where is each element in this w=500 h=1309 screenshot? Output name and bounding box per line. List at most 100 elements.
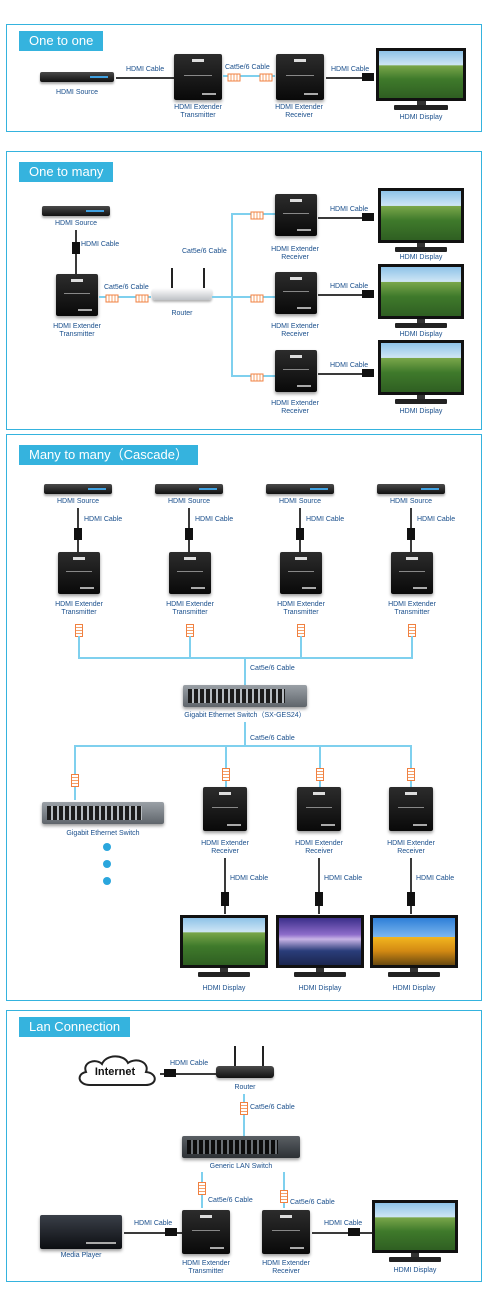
hdmi-cable-line <box>318 217 374 219</box>
cat-cable-label: Cat5e/6 Cable <box>182 248 227 255</box>
section-title: Many to many（Cascade） <box>19 445 198 465</box>
extender-transmitter <box>58 552 100 594</box>
hdmi-cable-line <box>160 1073 216 1075</box>
hdmi-plug <box>296 528 304 540</box>
hdmi-cable-label: HDMI Cable <box>306 516 345 523</box>
hdmi-source-label: HDMI Source <box>167 498 210 505</box>
transmitter-label: HDMI Extender Transmitter <box>277 601 325 616</box>
hdmi-cable-label: HDMI Cable <box>134 1220 173 1227</box>
lan-switch-label: Generic LAN Switch <box>209 1163 273 1170</box>
cat-cable-line <box>319 745 321 787</box>
hdmi-plug <box>362 213 374 221</box>
hdmi-plug <box>221 892 229 906</box>
media-player-label: Media Player <box>60 1252 102 1259</box>
extender-receiver <box>276 54 324 100</box>
hdmi-cable-label: HDMI Cable <box>330 283 369 290</box>
cat-cable-label: Cat5e/6 Cable <box>290 1199 335 1206</box>
section-title: Lan Connection <box>19 1017 131 1037</box>
hdmi-source-device <box>377 484 445 494</box>
hdmi-display <box>276 915 364 977</box>
hdmi-cable-label: HDMI Cable <box>324 875 363 882</box>
router-device <box>152 288 212 300</box>
cat-cable-bus <box>74 745 412 747</box>
display-label: HDMI Display <box>202 985 246 992</box>
cat-cable-line <box>300 636 302 658</box>
hdmi-cable-label: HDMI Cable <box>330 206 369 213</box>
hdmi-plug <box>407 528 415 540</box>
hdmi-cable-label: HDMI Cable <box>324 1220 363 1227</box>
extender-transmitter <box>391 552 433 594</box>
internet-label: Internet <box>94 1066 136 1078</box>
cat-cable-label: Cat5e/6 Cable <box>225 64 270 71</box>
rj45-connector <box>222 768 230 781</box>
cat-cable-label: Cat5e/6 Cable <box>104 284 149 291</box>
continuation-dot <box>103 843 111 851</box>
hdmi-cable-label: HDMI Cable <box>417 516 456 523</box>
extender-receiver <box>297 787 341 831</box>
hdmi-source-label: HDMI Source <box>389 498 432 505</box>
hdmi-source-label: HDMI Source <box>55 89 98 96</box>
hdmi-source-device <box>42 206 110 216</box>
hdmi-cable-line <box>318 294 374 296</box>
hdmi-cable-line <box>116 77 174 79</box>
extender-transmitter <box>182 1210 230 1254</box>
cat-cable-line <box>244 657 246 685</box>
display-label: HDMI Display <box>393 1267 437 1274</box>
hdmi-cable-line <box>312 1232 372 1234</box>
hdmi-plug <box>362 369 374 377</box>
transmitter-label: HDMI Extender Transmitter <box>55 601 103 616</box>
display-label: HDMI Display <box>399 331 443 338</box>
rj45-connector <box>259 73 273 82</box>
continuation-dot <box>103 877 111 885</box>
hdmi-cable-line <box>318 373 374 375</box>
hdmi-plug <box>407 892 415 906</box>
cat-cable-line <box>244 722 246 746</box>
display-label: HDMI Display <box>399 114 443 121</box>
extender-transmitter <box>280 552 322 594</box>
rj45-connector <box>250 373 264 382</box>
transmitter-label: HDMI Extender Transmitter <box>53 323 101 338</box>
cat-cable-line <box>243 1094 245 1136</box>
internet-cloud <box>78 1055 156 1087</box>
transmitter-label: HDMI Extender Transmitter <box>174 104 222 119</box>
hdmi-plug <box>165 1228 177 1236</box>
hdmi-source-label: HDMI Source <box>54 220 97 227</box>
hdmi-cable-label: HDMI Cable <box>230 875 269 882</box>
gigabit-switch-sx-ges24 <box>183 685 307 707</box>
cat-cable-line <box>99 296 151 298</box>
hdmi-plug <box>74 528 82 540</box>
rj45-connector <box>407 768 415 781</box>
extender-receiver <box>262 1210 310 1254</box>
cat-cable-line <box>411 636 413 658</box>
receiver-label: HDMI Extender Receiver <box>295 840 343 855</box>
hdmi-cable-line <box>124 1232 182 1234</box>
hdmi-source-device <box>155 484 223 494</box>
cat-cable-label: Cat5e/6 Cable <box>250 735 295 742</box>
hdmi-plug <box>348 1228 360 1236</box>
rj45-connector <box>240 1102 248 1115</box>
rj45-connector <box>105 294 119 303</box>
router-antenna <box>234 1046 236 1068</box>
receiver-label: HDMI Extender Receiver <box>262 1260 310 1275</box>
cat-cable-line <box>189 636 191 658</box>
gigabit-switch-label: Gigabit Ethernet Switch（SX-GES24） <box>184 712 306 719</box>
rj45-connector <box>71 774 79 787</box>
hdmi-cable-label: HDMI Cable <box>170 1060 209 1067</box>
transmitter-label: HDMI Extender Transmitter <box>388 601 436 616</box>
hdmi-source-label: HDMI Source <box>278 498 321 505</box>
hdmi-cable-label: HDMI Cable <box>195 516 234 523</box>
hdmi-cable-label: HDMI Cable <box>84 516 123 523</box>
generic-lan-switch <box>182 1136 300 1158</box>
receiver-label: HDMI Extender Receiver <box>275 104 323 119</box>
rj45-connector <box>135 294 149 303</box>
hdmi-cable-line <box>326 77 374 79</box>
extender-receiver <box>275 350 317 392</box>
hdmi-cable-label: HDMI Cable <box>331 66 370 73</box>
hdmi-plug <box>72 242 80 254</box>
hdmi-display <box>378 340 464 404</box>
gigabit-switch-label: Gigabit Ethernet Switch <box>66 830 140 837</box>
router-label: Router <box>171 310 193 317</box>
hdmi-cable-label: HDMI Cable <box>416 875 455 882</box>
hdmi-plug <box>185 528 193 540</box>
extender-transmitter <box>169 552 211 594</box>
